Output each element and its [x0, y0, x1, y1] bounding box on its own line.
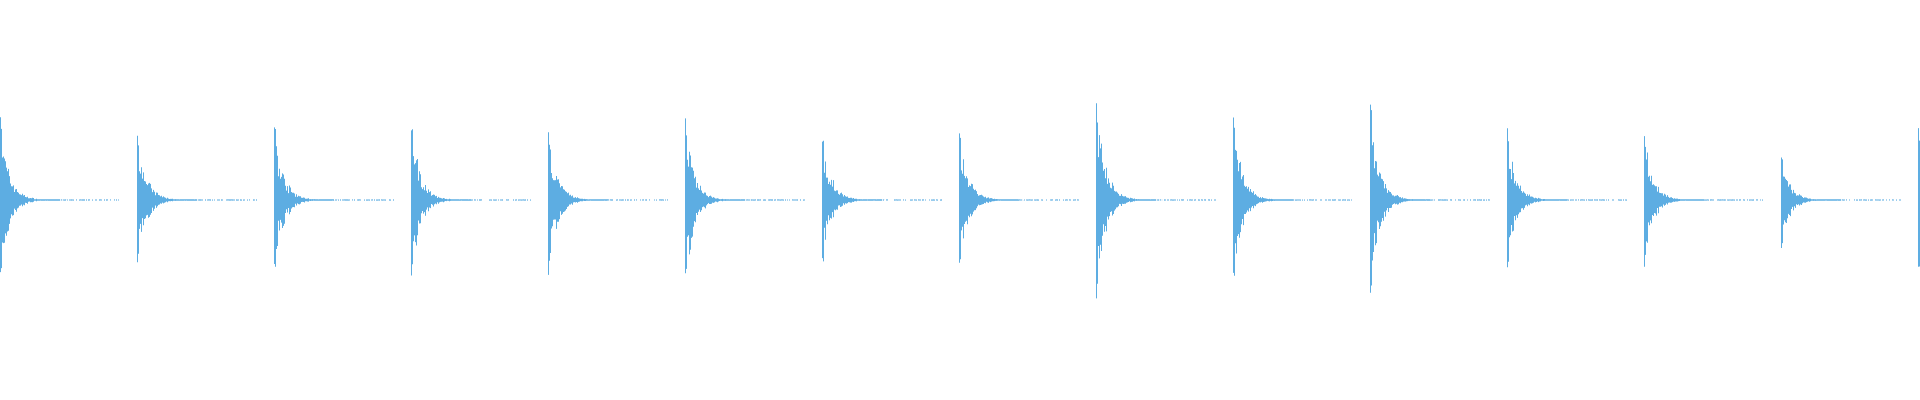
waveform-hit-shape — [411, 129, 531, 276]
waveform-hit-shape — [137, 135, 257, 263]
waveform-hit — [959, 133, 1079, 263]
waveform-hit-shape — [822, 140, 942, 262]
waveform-hit — [1370, 104, 1490, 293]
waveform-hit — [274, 127, 394, 267]
waveform-hit-shape — [1096, 103, 1216, 299]
waveform-hit-shape — [0, 117, 119, 273]
waveform-hit — [822, 140, 942, 262]
waveform-hit — [1918, 128, 1920, 267]
waveform-hit — [685, 118, 805, 274]
waveform-hit — [137, 135, 257, 263]
waveform-hit — [411, 129, 531, 276]
waveform-hit — [1781, 157, 1901, 248]
waveform-hit — [0, 117, 119, 273]
waveform-hit — [1233, 117, 1352, 276]
waveform-hit — [1644, 136, 1763, 267]
waveform-hit-shape — [1644, 136, 1763, 267]
waveform-hit — [1507, 128, 1627, 268]
waveform-hit-shape — [1781, 157, 1901, 248]
waveform-hit-shape — [1233, 117, 1352, 276]
waveform-hit-shape — [685, 118, 805, 274]
waveform-hit-shape — [548, 132, 668, 275]
waveform-hit-shape — [959, 133, 1079, 263]
waveform-hit-shape — [274, 127, 394, 267]
waveform-hit — [1096, 103, 1216, 299]
waveform-hit-shape — [1507, 128, 1627, 268]
waveform-hit-shape — [1918, 128, 1920, 267]
waveform-hit-shape — [1370, 104, 1490, 293]
waveform-hit — [548, 132, 668, 275]
